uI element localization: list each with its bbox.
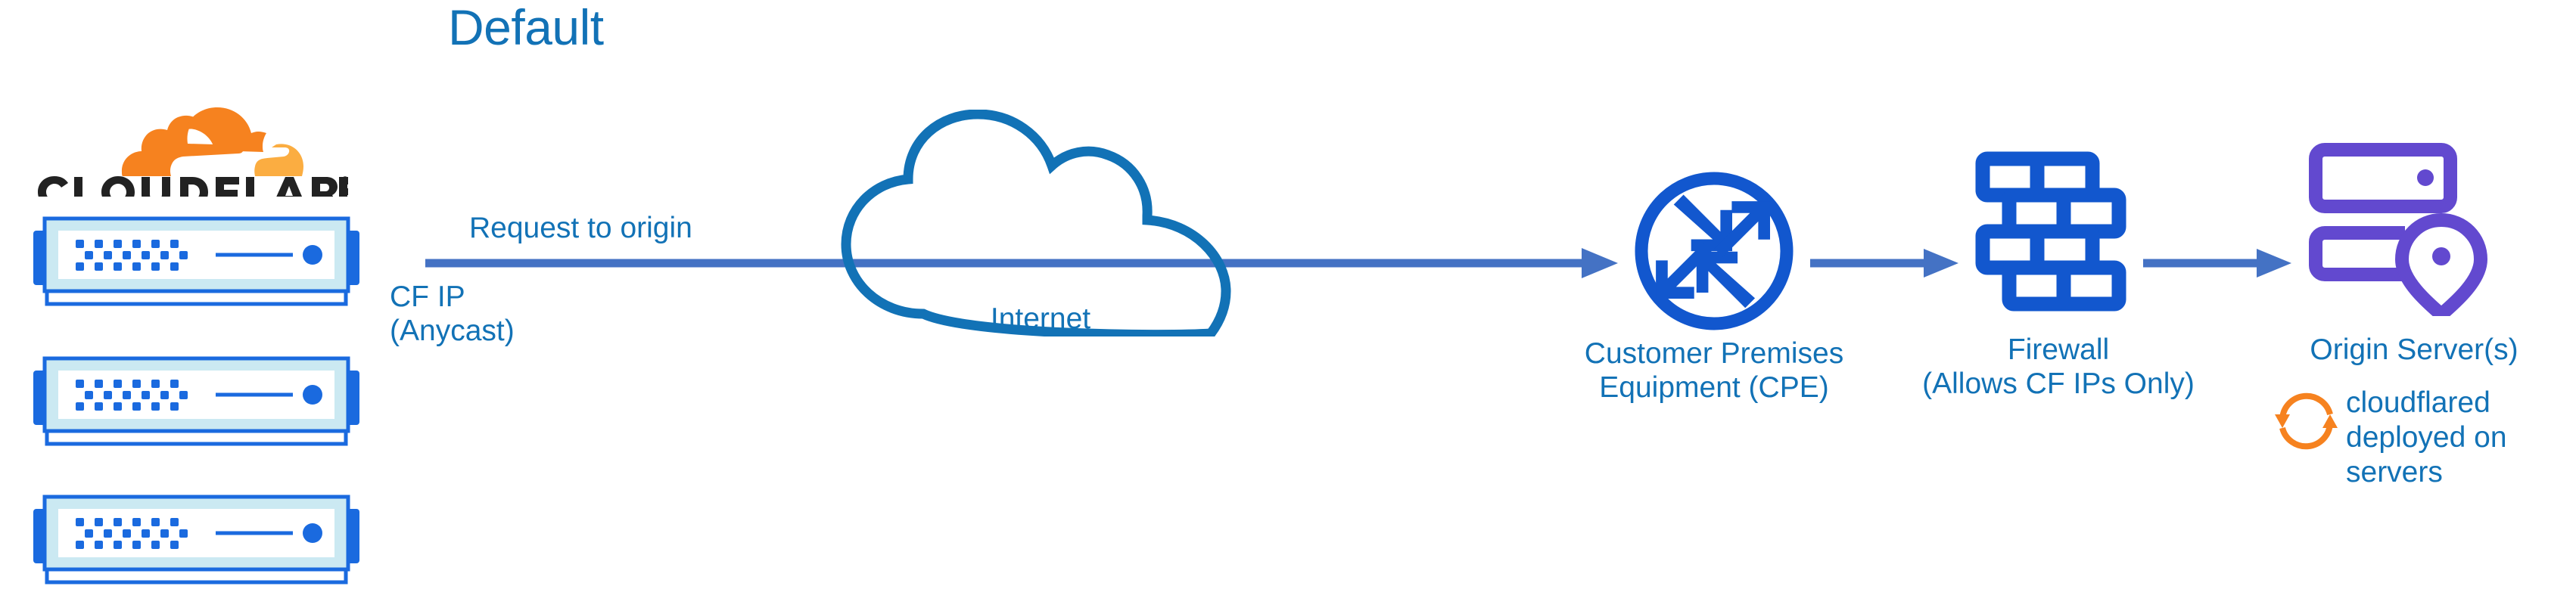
cloudflare-edge-server-appliance (24, 352, 369, 446)
cf-ip-anycast-label: CF IP (Anycast) (390, 280, 515, 348)
arrow-cloudflare-to-cpe (424, 240, 1619, 286)
cloudflare-edge-server-appliance (24, 212, 369, 306)
cpe-label-line-2: Equipment (CPE) (1599, 371, 1829, 405)
cloudflared-line-2: deployed on (2346, 421, 2507, 454)
page-title: Default (448, 0, 604, 55)
cloudflared-annotation-label: cloudflared deployed on servers (2346, 386, 2565, 490)
internet-label: Internet (990, 302, 1091, 335)
firewall-label-line-1: Firewall (2007, 333, 2110, 366)
cloudflared-line-1: cloudflared (2346, 386, 2490, 419)
cloudflare-edge-server-appliance (24, 490, 369, 585)
svg-text:R: R (344, 179, 347, 184)
arrow-cpe-to-firewall (1809, 240, 1960, 286)
cloud-icon (832, 110, 1256, 336)
sync-arrows-icon (2270, 386, 2342, 457)
request-to-origin-label: Request to origin (469, 212, 692, 244)
cf-ip-line-2: (Anycast) (390, 315, 515, 348)
cpe-label-line-1: Customer Premises (1584, 337, 1844, 370)
cpe-label: Customer Premises Equipment (CPE) (1551, 336, 1877, 405)
firewall-label-line-2: (Allows CF IPs Only) (1922, 367, 2195, 401)
cloudflared-line-3: servers (2346, 456, 2443, 489)
router-icon (1631, 168, 1797, 334)
origin-server-label: Origin Server(s) (2310, 333, 2518, 366)
server-rack-location-pin-icon (2308, 142, 2497, 316)
cloudflare-logo: R (36, 106, 348, 197)
cf-ip-line-1: CF IP (390, 281, 465, 313)
brick-wall-firewall-icon (1975, 151, 2134, 325)
arrow-firewall-to-origin (2142, 240, 2293, 286)
firewall-label: Firewall (Allows CF IPs Only) (1892, 333, 2225, 401)
